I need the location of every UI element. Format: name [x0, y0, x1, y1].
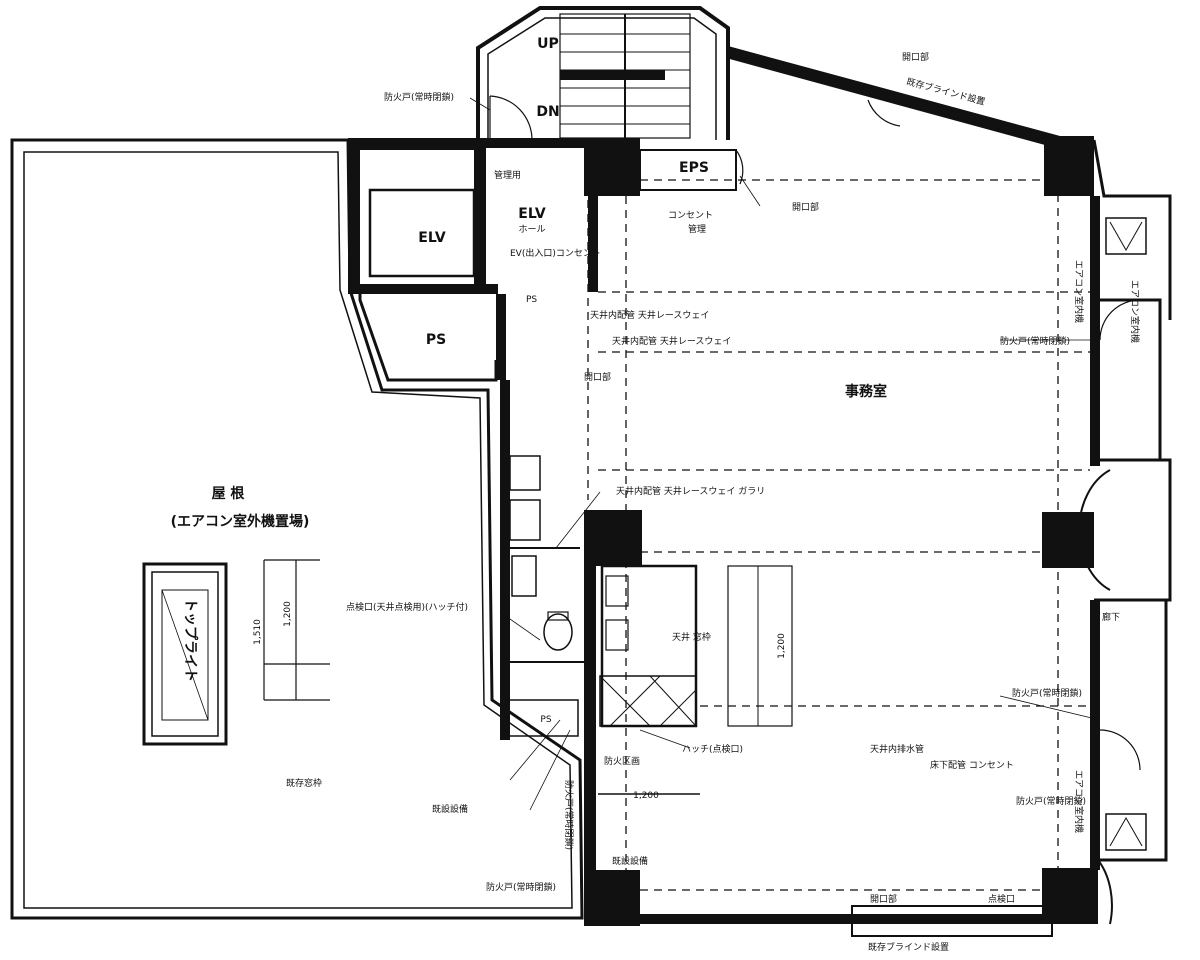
- note-opening-small: 開口部: [584, 371, 611, 383]
- note-pipe: 天井内排水管: [870, 743, 924, 755]
- door-swings: [867, 99, 1147, 851]
- dim-1: 1,200: [283, 601, 293, 627]
- stair-treads: [559, 13, 691, 139]
- note-ac-2: エアコン室内機: [1129, 280, 1141, 343]
- note-ps-small: PS: [526, 295, 537, 305]
- elv-label: ELV: [418, 230, 446, 246]
- note-right-1: 防火戸(常時閉鎖): [1012, 687, 1082, 699]
- eps-label: EPS: [679, 160, 709, 176]
- up-label: UP: [537, 36, 559, 52]
- note-sub-2: 防火区画: [604, 755, 640, 767]
- note-misc-2: 管理: [688, 223, 706, 235]
- core-rooms: [348, 138, 744, 382]
- elv-hall-label-2: ホール: [518, 224, 545, 235]
- note-ceiling-3: 天井内配管 天井レースウェイ ガラリ: [616, 485, 765, 497]
- ps-label: PS: [426, 332, 446, 348]
- note-sub: 管理用: [494, 169, 521, 181]
- note-opening-mid: 開口部: [792, 201, 819, 213]
- note-fire-door-vertical: 防火戸(常時閉鎖): [563, 780, 575, 850]
- roof-hatch: [142, 562, 228, 746]
- note-blind-bottom: 既存ブラインド設置: [868, 941, 949, 953]
- note-right-3: 防火戸(常時閉鎖): [1016, 795, 1086, 807]
- note-fire-door-stair: 防火戸(常時閉鎖): [384, 91, 454, 103]
- ps-small-label: PS: [540, 715, 551, 725]
- hatch-dimension: [263, 559, 330, 701]
- leader-lines: [469, 97, 1101, 811]
- note-hatch: ハッチ(点検口): [682, 743, 743, 755]
- note-ac-1: エアコン室内機: [1073, 260, 1085, 323]
- note-ac-3: エアコン室内機: [1073, 770, 1085, 833]
- office-walls: [584, 46, 1172, 937]
- note-right-2: 点検口: [988, 893, 1015, 905]
- elv-hall-label: ELV: [518, 206, 546, 222]
- note-ceiling: 天井内配管 天井レースウェイ: [590, 309, 709, 321]
- dn-label: DN: [536, 104, 559, 120]
- note-window: 天井 窓枠: [672, 631, 711, 643]
- note-fire-door-bottom: 防火戸(常時閉鎖): [486, 881, 556, 893]
- note-elev-bottom: 既設設備: [612, 855, 648, 867]
- top-light-label: トップライト: [182, 598, 198, 682]
- rooftop-label: 屋 根: [212, 485, 246, 502]
- note-window-2: 既存窓枠: [286, 777, 322, 789]
- note-sub-1: 既設設備: [432, 803, 468, 815]
- note-elev: EV(出入口)コンセント: [510, 247, 601, 259]
- office-label: 事務室: [845, 383, 887, 400]
- dim-2: 1,510: [253, 619, 263, 645]
- dim-4: 1,200: [777, 633, 787, 659]
- stair-core: [476, 6, 730, 141]
- note-misc-1: コンセント: [668, 210, 713, 221]
- note-ceiling-2: 天井内配管 天井レースウェイ: [612, 335, 731, 347]
- toilet-block: [500, 380, 793, 740]
- note-pipe-2: 床下配管 コンセント: [930, 759, 1014, 771]
- note-opening-bottom: 開口部: [870, 893, 897, 905]
- note-hall: 廊下: [1102, 611, 1120, 623]
- ceiling-grid: [587, 179, 1090, 910]
- note-opening-top: 開口部: [902, 51, 929, 63]
- note-fire-door-right: 防火戸(常時閉鎖): [1000, 335, 1070, 347]
- rooftop-note: (エアコン室外機置場): [171, 513, 310, 530]
- note-access: 点検口(天井点検用)(ハッチ付): [346, 601, 468, 613]
- dim-3: 1,200: [633, 791, 659, 801]
